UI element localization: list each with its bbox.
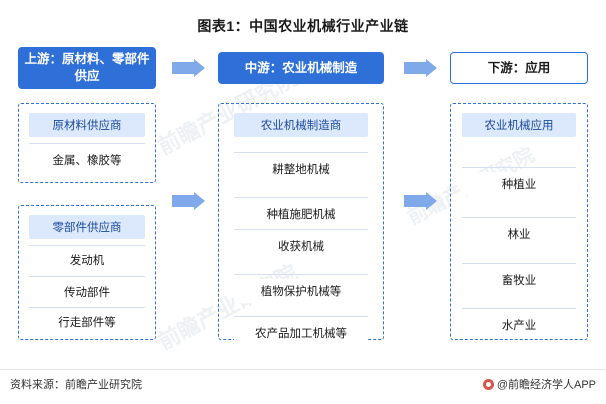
divider xyxy=(29,245,145,246)
raw-materials-header: 原材料供应商 xyxy=(29,113,145,137)
source-note: 资料来源：前瞻产业研究院 xyxy=(10,379,142,391)
applications-header: 农业机械应用 xyxy=(462,113,576,137)
stage-downstream-header: 下游：应用 xyxy=(450,52,588,84)
list-item: 行走部件等 xyxy=(29,311,145,333)
account-label: @前瞻经济学人APP xyxy=(496,379,596,391)
stage-upstream-header: 上游：原材料、零部件供应 xyxy=(18,47,156,89)
list-item: 水产业 xyxy=(462,313,576,337)
list-item: 植物保护机械等 xyxy=(234,279,368,303)
divider xyxy=(234,229,368,230)
divider xyxy=(29,276,145,277)
stage-midstream-header: 中游：农业机械制造 xyxy=(218,52,384,84)
arrow-right-icon xyxy=(172,195,194,207)
divider xyxy=(462,263,576,264)
list-item: 种植业 xyxy=(462,172,576,196)
footer-divider xyxy=(0,369,606,370)
divider xyxy=(234,316,368,317)
list-item: 林业 xyxy=(462,222,576,246)
manufacturing-header: 农业机械制造商 xyxy=(234,113,368,137)
arrow-right-icon xyxy=(404,62,426,74)
arrow-right-icon xyxy=(172,62,194,74)
list-item: 收获机械 xyxy=(234,234,368,258)
panel-applications xyxy=(450,103,588,340)
divider xyxy=(29,143,145,144)
panel-raw-materials xyxy=(18,103,156,183)
list-item: 发动机 xyxy=(29,249,145,271)
divider xyxy=(462,308,576,309)
weibo-icon xyxy=(482,378,494,390)
arrow-right-icon xyxy=(194,192,205,210)
arrow-right-icon xyxy=(404,195,426,207)
divider xyxy=(234,197,368,198)
arrow-right-icon xyxy=(426,192,437,210)
components-header: 零部件供应商 xyxy=(29,215,145,239)
list-item: 传动部件 xyxy=(29,281,145,303)
arrow-right-icon xyxy=(194,59,205,77)
list-item: 畜牧业 xyxy=(462,268,576,292)
arrow-right-icon xyxy=(426,59,437,77)
list-item: 金属、橡胶等 xyxy=(29,148,145,172)
page-title: 图表1：中国农业机械行业产业链 xyxy=(197,18,409,34)
divider xyxy=(462,217,576,218)
account-note: @前瞻经济学人APP xyxy=(482,376,596,392)
panel-components xyxy=(18,205,156,340)
divider xyxy=(234,152,368,153)
list-item: 农产品加工机械等 xyxy=(234,321,368,345)
divider xyxy=(234,274,368,275)
divider xyxy=(29,307,145,308)
divider xyxy=(462,167,576,168)
list-item: 耕整地机械 xyxy=(234,157,368,181)
list-item: 种植施肥机械 xyxy=(234,202,368,226)
